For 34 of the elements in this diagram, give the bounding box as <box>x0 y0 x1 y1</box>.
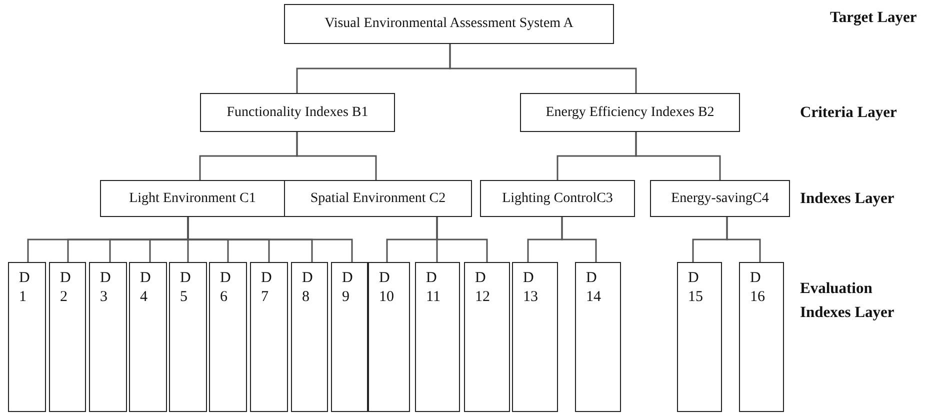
evaluation-index-box: D 3 <box>89 262 127 412</box>
connector-line <box>449 44 637 93</box>
evaluation-index-box: D 16 <box>739 262 784 412</box>
connector-line <box>187 217 353 262</box>
layer-label: Target Layer <box>830 8 917 28</box>
evaluation-index-box: D 10 <box>368 262 410 412</box>
index-box: Spatial Environment C2 <box>284 180 472 217</box>
connector-line <box>296 132 377 180</box>
connector-line <box>635 132 721 180</box>
evaluation-index-box: D 5 <box>169 262 207 412</box>
evaluation-index-box: D 4 <box>129 262 167 412</box>
evaluation-index-box: D 14 <box>575 262 621 412</box>
layer-label: Criteria Layer <box>800 103 897 123</box>
layer-label: Indexes Layer <box>800 189 894 209</box>
evaluation-index-box: D 1 <box>8 262 46 412</box>
layer-label: Evaluation Indexes Layer <box>800 279 896 324</box>
evaluation-index-box: D 9 <box>331 262 368 412</box>
evaluation-index-box: D 2 <box>49 262 86 412</box>
index-box: Functionality Indexes B1 <box>200 93 395 132</box>
evaluation-index-box: D 7 <box>250 262 288 412</box>
evaluation-index-box: D 11 <box>415 262 460 412</box>
evaluation-index-box: D 6 <box>209 262 247 412</box>
connector-line <box>561 217 597 262</box>
evaluation-index-box: D 8 <box>291 262 328 412</box>
index-box: Visual Environmental Assessment System A <box>284 4 614 44</box>
evaluation-index-box: D 12 <box>464 262 510 412</box>
index-box: Energy Efficiency Indexes B2 <box>520 93 740 132</box>
connector-line <box>436 217 488 262</box>
index-box: Light Environment C1 <box>100 180 285 217</box>
evaluation-index-box: D 15 <box>677 262 722 412</box>
connector-line <box>726 217 761 262</box>
index-box: Energy-savingC4 <box>650 180 790 217</box>
index-box: Lighting ControlC3 <box>480 180 635 217</box>
evaluation-index-box: D 13 <box>512 262 558 412</box>
